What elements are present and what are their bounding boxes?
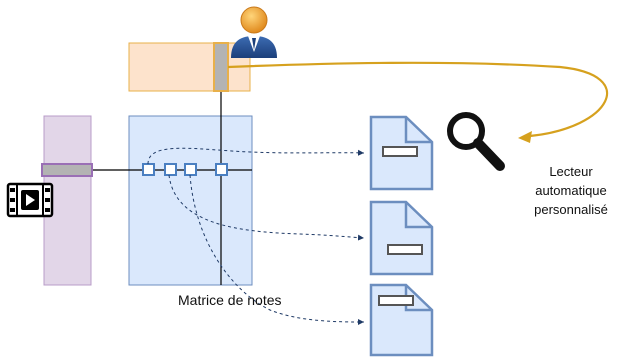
document-field [378, 295, 414, 306]
selected-item-row [41, 163, 93, 177]
user-avatar-icon [231, 6, 277, 58]
document-icon [369, 200, 434, 276]
reader-label-line-1: Lecteur [549, 164, 593, 179]
recommendation-curve [227, 61, 609, 138]
reader-label-line-2: automatique [535, 183, 607, 198]
matrix-label: Matrice de notes [178, 292, 282, 308]
matrix-cell [142, 163, 155, 176]
document-field [387, 244, 423, 255]
video-file-icon [6, 182, 54, 218]
magnifier-icon [447, 112, 505, 171]
selected-user-column [213, 42, 229, 92]
dashed-arrow-doc-3 [189, 174, 365, 325]
document-field [382, 146, 418, 157]
matrix-cell [184, 163, 197, 176]
recommendation-curve-arrowhead [518, 131, 532, 143]
document-icon [369, 115, 434, 191]
matrix-cell [164, 163, 177, 176]
matrix-cell [215, 163, 228, 176]
dashed-arrow-doc-1 [147, 147, 365, 165]
dashed-arrow-doc-2 [168, 174, 365, 241]
reader-label-line-3: personnalisé [534, 202, 608, 217]
rating-matrix [128, 115, 253, 286]
document-icon [369, 283, 434, 357]
